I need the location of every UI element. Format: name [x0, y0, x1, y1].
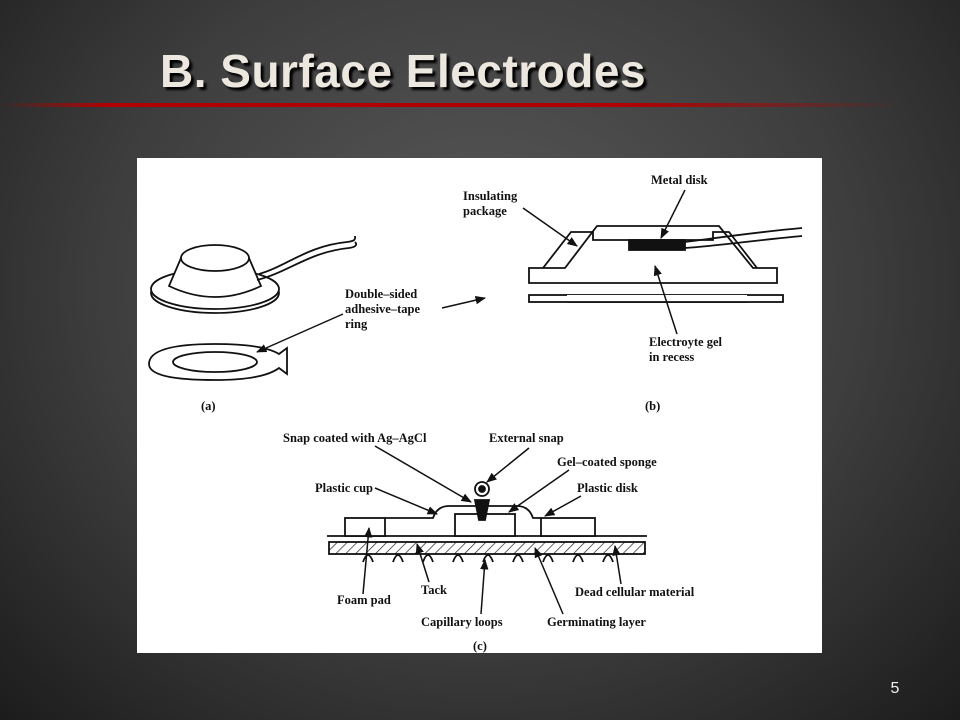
- external-snap-center: [478, 485, 486, 493]
- electrode-a-lead: [258, 235, 357, 275]
- foam-pad-left: [344, 517, 386, 537]
- tape-gap: [567, 295, 747, 302]
- foam-pad-right: [540, 517, 596, 537]
- gel-arrow: [653, 265, 678, 335]
- metal-disk-label: Metal disk: [651, 173, 708, 187]
- tape-ring-label-1: Double–sided: [345, 287, 417, 301]
- plastic-disk-arrow: [544, 495, 582, 517]
- dead-layer-label: Dead cellular material: [575, 585, 695, 599]
- electrode-a-lead-2: [256, 241, 357, 281]
- plastic-cup-arrow: [374, 487, 438, 515]
- insulating-package: [528, 225, 778, 284]
- caption-b: (b): [645, 399, 660, 413]
- gel-label-2: in recess: [649, 350, 694, 364]
- electrode-b-lead: [684, 227, 803, 243]
- capillary-label: Capillary loops: [421, 615, 503, 629]
- metal-disk-arrow: [660, 189, 686, 239]
- insulating-label-1: Insulating: [463, 189, 518, 203]
- tape-ring-label-3: ring: [345, 317, 368, 331]
- gel-label-1: Electroyte gel: [649, 335, 723, 349]
- foam-pad-arrow: [362, 526, 373, 595]
- tape-ring-hole: [172, 351, 258, 373]
- slide-title: B. Surface Electrodes: [160, 45, 647, 97]
- electrode-b-drawing: [528, 225, 803, 303]
- insulating-label-2: package: [463, 204, 507, 218]
- germinating-label: Germinating layer: [547, 615, 646, 629]
- electrode-a-drawing: [148, 235, 357, 381]
- snap-coated-label: Snap coated with Ag–AgCl: [283, 431, 427, 445]
- tape-ring-label-2: adhesive–tape: [345, 302, 420, 316]
- snap-coated-arrow: [374, 445, 472, 503]
- metal-disk: [628, 239, 686, 251]
- electrode-diagram: Double–sided adhesive–tape ring (a) Insu…: [148, 173, 803, 653]
- skin-layer: [328, 541, 646, 555]
- electrode-a-cup-top: [180, 244, 250, 272]
- snap-post: [473, 499, 491, 521]
- external-snap-label: External snap: [489, 431, 564, 445]
- capillary-arrow: [480, 558, 489, 615]
- electrode-b-lead-2: [684, 235, 803, 249]
- caption-a: (a): [201, 399, 216, 413]
- tape-arrow-b: [441, 296, 487, 309]
- caption-c: (c): [473, 639, 487, 653]
- tape-arrow-a: [256, 313, 344, 353]
- tack-arrow: [415, 542, 430, 583]
- capillary-loops: [362, 554, 614, 563]
- package-inner-line: [542, 231, 758, 269]
- electrode-c-drawing: [327, 481, 647, 563]
- dead-layer-arrow: [612, 544, 622, 585]
- plastic-cup-label: Plastic cup: [315, 481, 373, 495]
- insulating-arrow: [522, 207, 578, 247]
- external-snap-arrow: [486, 447, 530, 483]
- title-underline: [0, 103, 900, 107]
- plastic-disk-label: Plastic disk: [577, 481, 638, 495]
- tack-label: Tack: [421, 583, 447, 597]
- germinating-arrow: [534, 547, 564, 615]
- page-number: 5: [890, 680, 900, 697]
- sponge-arrow: [508, 469, 570, 513]
- electrode-figure: Double–sided adhesive–tape ring (a) Insu…: [137, 158, 822, 653]
- sponge-label: Gel–coated sponge: [557, 455, 657, 469]
- foam-pad-label: Foam pad: [337, 593, 391, 607]
